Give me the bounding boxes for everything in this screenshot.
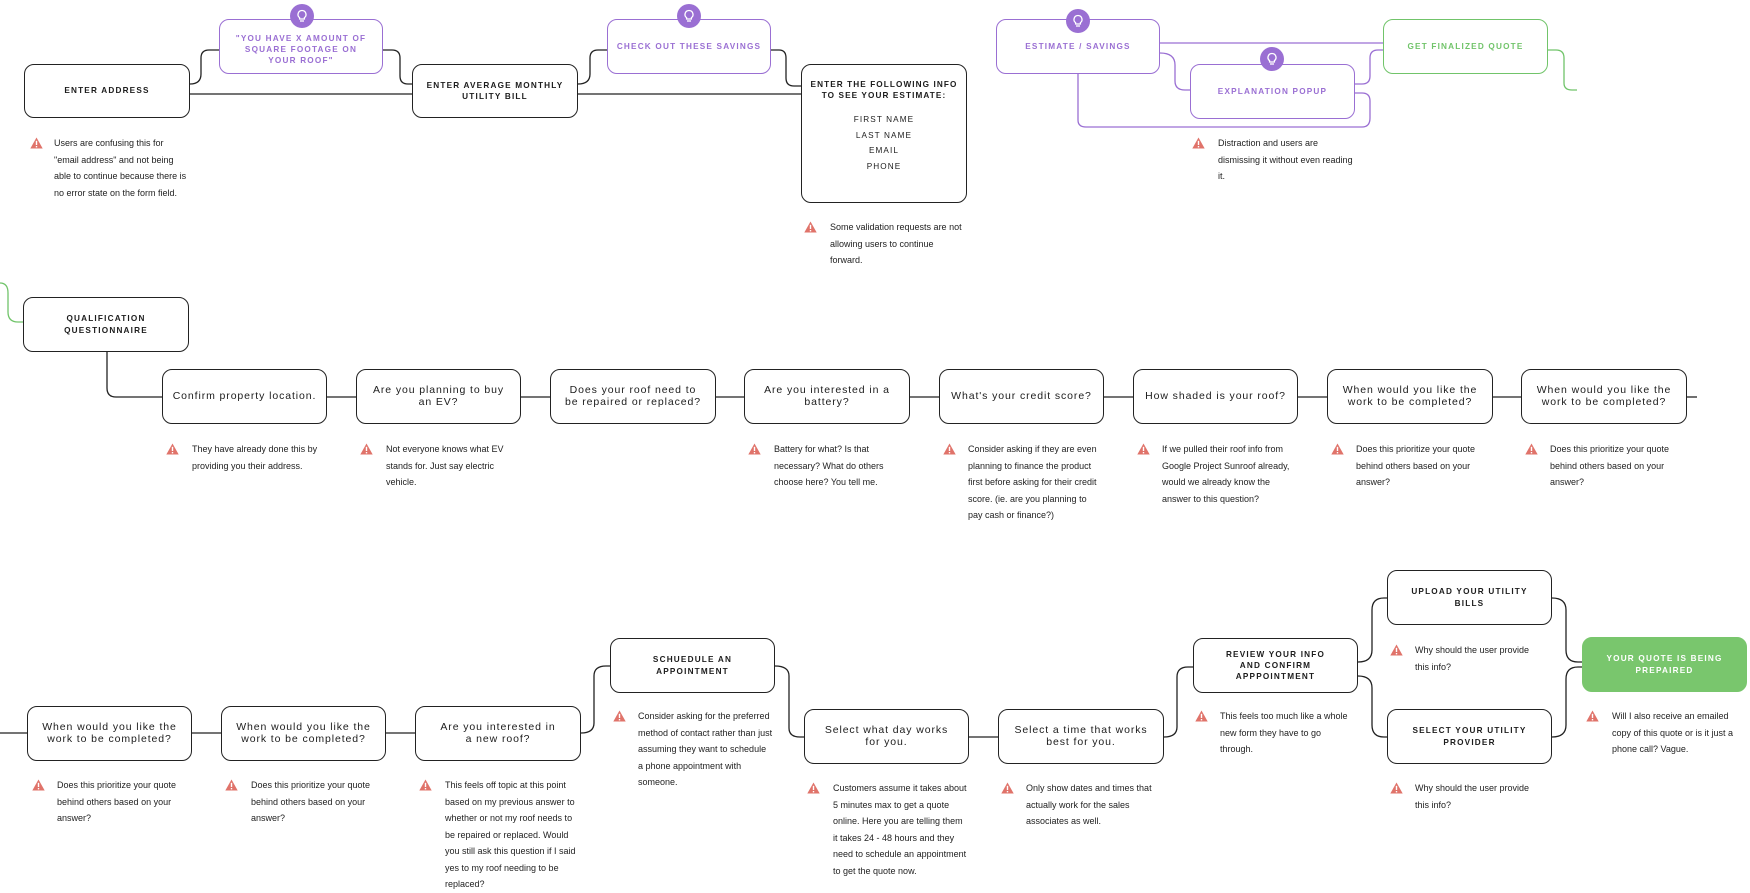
question-work-timing: When would you like the work to be compl…	[1327, 369, 1493, 424]
warning-icon	[748, 443, 761, 455]
warning-icon	[1390, 644, 1403, 656]
review-confirm-step: REVIEW YOUR INFO AND CONFIRM APPPOINTMEN…	[1193, 638, 1358, 693]
note-work-timing: Does this prioritize your quote behind o…	[1550, 444, 1670, 487]
warning-icon	[166, 443, 179, 455]
select-time-step: Select a time that works best for you.	[998, 709, 1164, 764]
note-new-roof: This feels off topic at this point based…	[445, 780, 576, 889]
enter-address-step: ENTER ADDRESS	[24, 64, 190, 118]
note-credit-score: Consider asking if they are even plannin…	[968, 444, 1097, 520]
warning-icon	[1192, 137, 1205, 149]
question-roof-repair: Does your roof need to be repaired or re…	[550, 369, 716, 424]
question-work-timing: When would you like the work to be compl…	[221, 706, 386, 761]
warning-icon	[225, 779, 238, 791]
savings-idea-box: CHECK OUT THESE SAVINGS	[607, 19, 771, 74]
warning-icon	[943, 443, 956, 455]
email-field-label: EMAIL	[868, 146, 900, 156]
last-name-field-label: LAST NAME	[855, 130, 913, 140]
schedule-appointment-step: SCHUEDULE AN APPOINTMENT	[610, 638, 775, 693]
explanation-popup-box: EXPLANATION POPUP	[1190, 64, 1355, 119]
lightbulb-icon	[290, 4, 314, 28]
warning-icon	[1331, 443, 1344, 455]
question-credit-score: What's your credit score?	[939, 369, 1104, 424]
sqft-idea-box: "YOU HAVE X AMOUNT OF SQUARE FOOTAGE ON …	[219, 19, 383, 74]
popup-note: Distraction and users are dismissing it …	[1218, 138, 1353, 181]
warning-icon	[1525, 443, 1538, 455]
warning-icon	[360, 443, 373, 455]
select-day-step: Select what day works for you.	[804, 709, 969, 764]
qualification-questionnaire-step: QUALIFICATION QUESTIONNAIRE	[23, 297, 189, 352]
first-name-field-label: FIRST NAME	[853, 115, 915, 125]
note-utility-provider: Why should the user provide this info?	[1415, 783, 1530, 810]
phone-field-label: PHONE	[866, 161, 902, 171]
estimate-info-form: ENTER THE FOLLOWING INFO TO SEE YOUR EST…	[801, 64, 967, 203]
question-work-timing: When would you like the work to be compl…	[1521, 369, 1687, 424]
validation-note: Some validation requests are not allowin…	[830, 222, 962, 265]
warning-icon	[807, 782, 820, 794]
question-ev: Are you planning to buy an EV?	[356, 369, 521, 424]
warning-icon	[30, 137, 43, 149]
question-roof-shade: How shaded is your roof?	[1133, 369, 1298, 424]
upload-utility-bills-step: UPLOAD YOUR UTILITY BILLS	[1387, 570, 1552, 625]
form-title: ENTER THE FOLLOWING INFO TO SEE YOUR EST…	[810, 80, 958, 101]
question-battery: Are you interested in a battery?	[744, 369, 910, 424]
note-work-timing: Does this prioritize your quote behind o…	[251, 780, 371, 823]
note-work-timing: Does this prioritize your quote behind o…	[1356, 444, 1476, 487]
warning-icon	[1390, 782, 1403, 794]
question-work-timing: When would you like the work to be compl…	[27, 706, 192, 761]
warning-icon	[419, 779, 432, 791]
lightbulb-icon	[677, 4, 701, 28]
note-property-location: They have already done this by providing…	[192, 444, 318, 471]
note-select-time: Only show dates and times that actually …	[1026, 783, 1152, 826]
note-select-day: Customers assume it takes about 5 minute…	[833, 783, 967, 876]
note-upload-bills: Why should the user provide this info?	[1415, 645, 1530, 672]
question-property-location: Confirm property location.	[162, 369, 327, 424]
lightbulb-icon	[1066, 9, 1090, 33]
note-ev: Not everyone knows what EV stands for. J…	[386, 444, 504, 487]
warning-icon	[1137, 443, 1150, 455]
warning-icon	[804, 221, 817, 233]
warning-icon	[32, 779, 45, 791]
warning-icon	[1586, 710, 1599, 722]
warning-icon	[1195, 710, 1208, 722]
address-note: Users are confusing this for "email addr…	[54, 138, 187, 198]
select-utility-provider-step: SELECT YOUR UTILITY PROVIDER	[1387, 709, 1552, 764]
note-schedule: Consider asking for the preferred method…	[638, 711, 773, 787]
note-final-quote: Will I also receive an emailed copy of t…	[1612, 711, 1734, 754]
quote-preparing-final-step: YOUR QUOTE IS BEING PREPAIRED	[1582, 637, 1747, 692]
finalized-quote-box: GET FINALIZED QUOTE	[1383, 19, 1548, 74]
utility-bill-step: ENTER AVERAGE MONTHLY UTILITY BILL	[412, 64, 578, 118]
note-roof-shade: If we pulled their roof info from Google…	[1162, 444, 1290, 504]
warning-icon	[1001, 782, 1014, 794]
warning-icon	[613, 710, 626, 722]
note-work-timing: Does this prioritize your quote behind o…	[57, 780, 177, 823]
lightbulb-icon	[1260, 47, 1284, 71]
note-battery: Battery for what? Is that necessary? Wha…	[774, 444, 884, 487]
question-new-roof: Are you interested in a new roof?	[415, 706, 581, 761]
note-review: This feels too much like a whole new for…	[1220, 711, 1348, 754]
